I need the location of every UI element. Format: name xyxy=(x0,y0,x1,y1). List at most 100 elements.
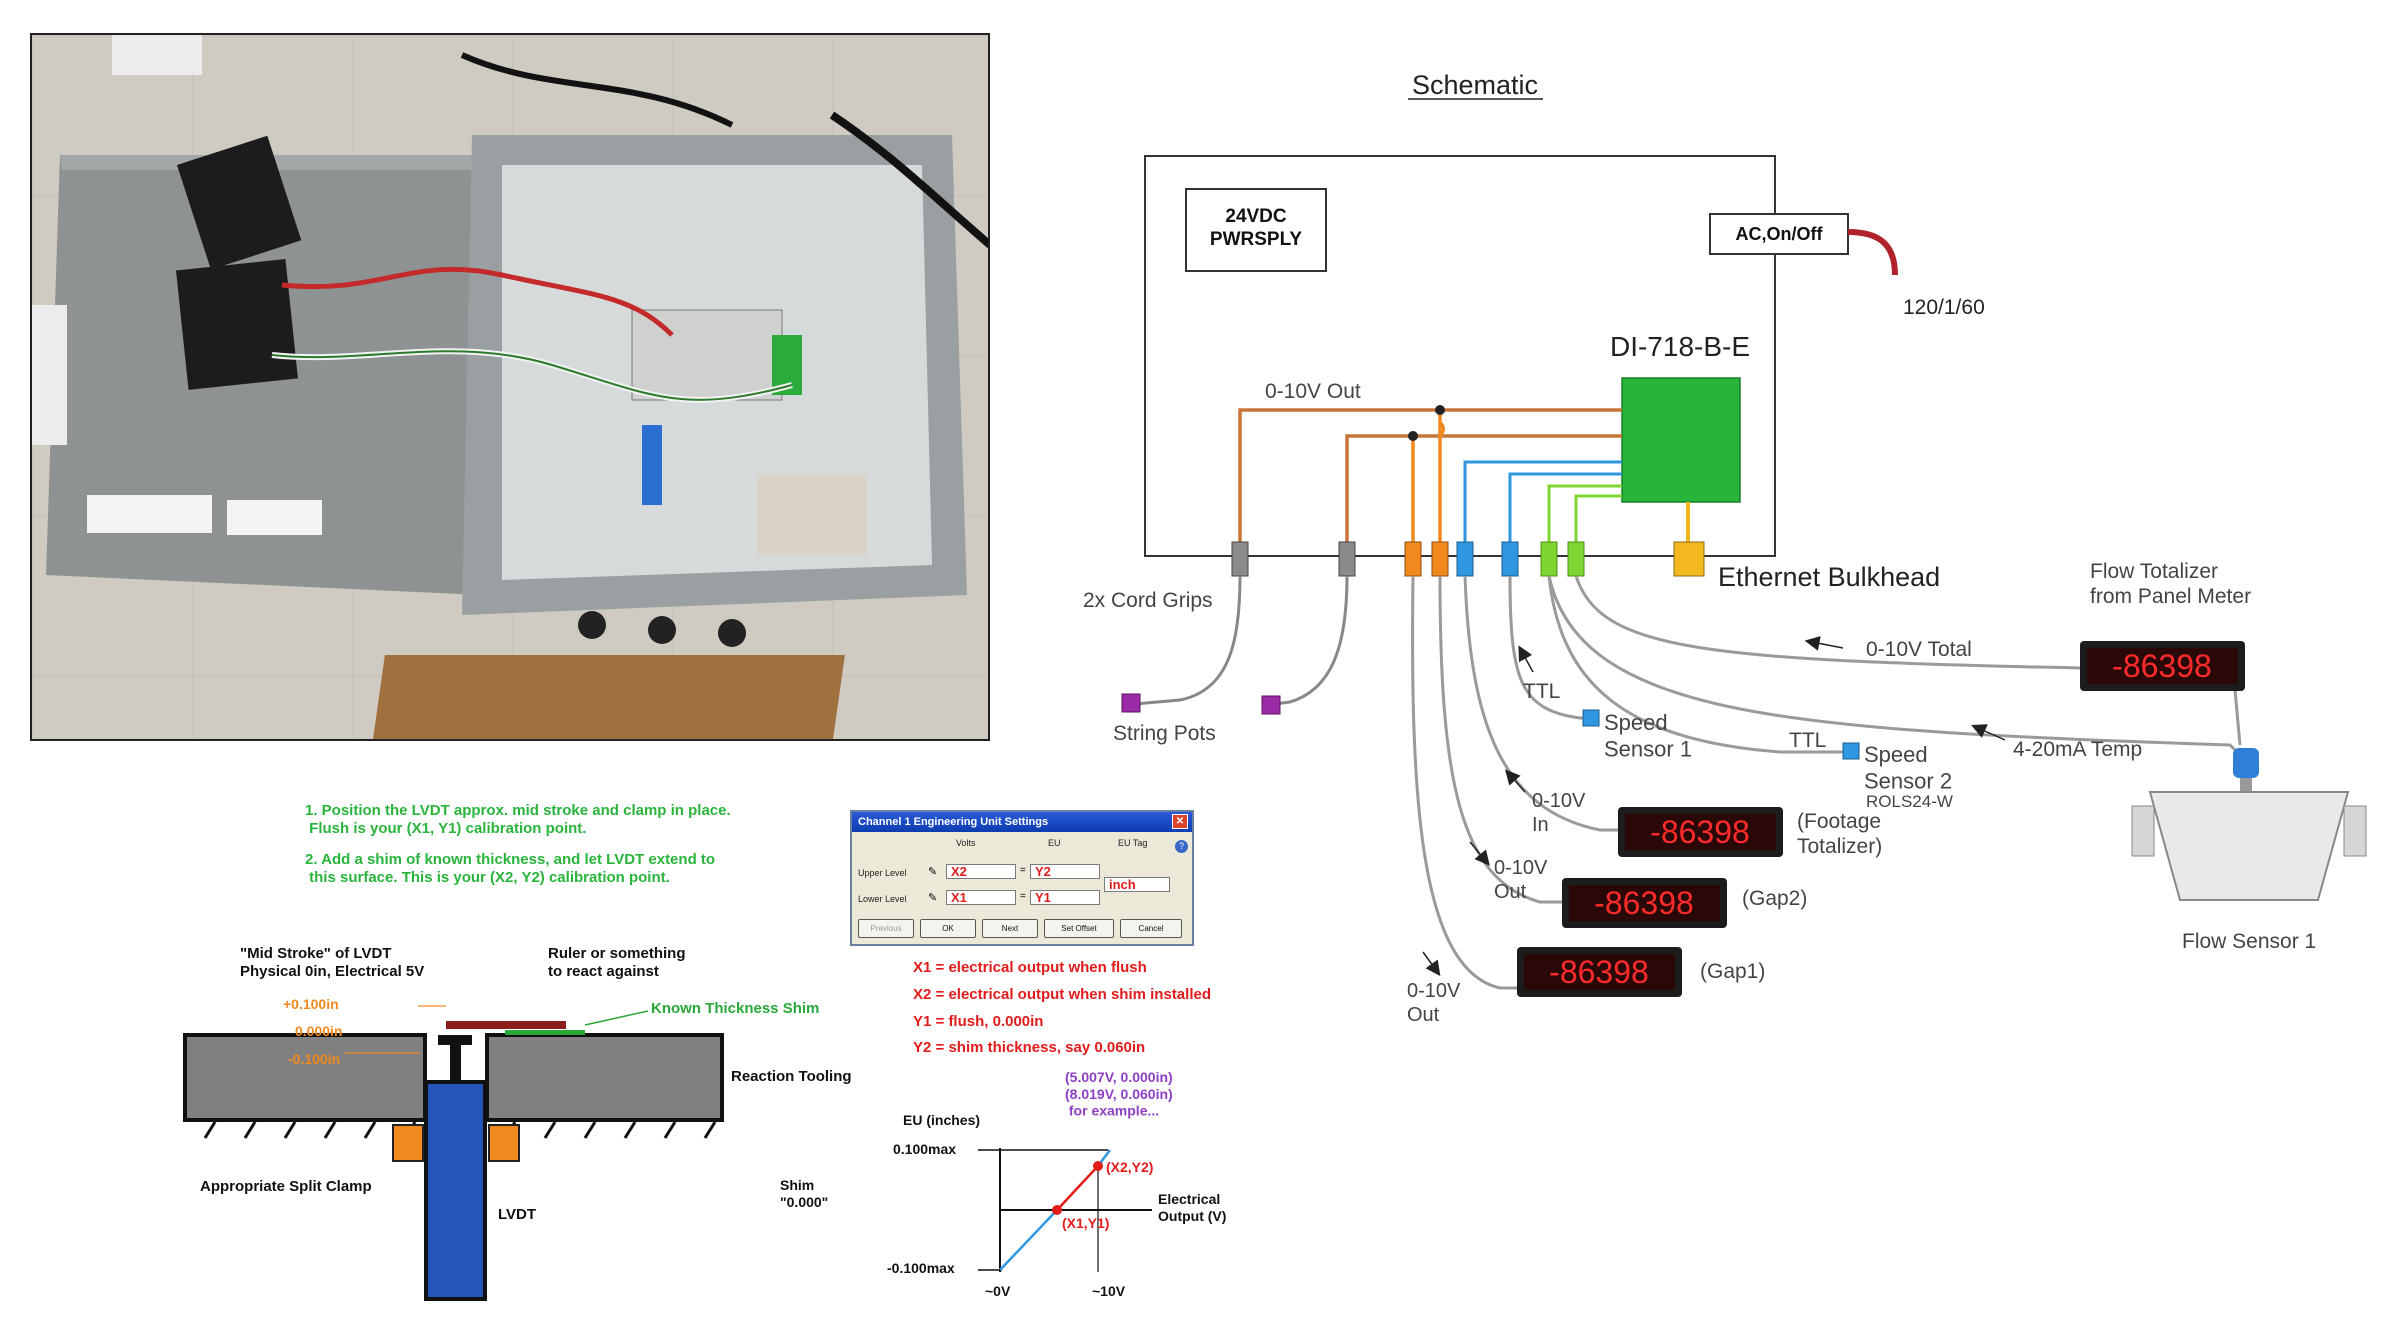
eu-settings-dialog: Channel 1 Engineering Unit Settings ✕ ? … xyxy=(850,810,1194,946)
string-pot-2 xyxy=(1261,695,1281,715)
ttl-arrow-1 xyxy=(1518,645,1534,673)
meter-flow-totalizer: -86398 xyxy=(2080,641,2245,691)
meter-gap2-label: (Gap2) xyxy=(1742,887,1807,910)
flow-sensor-label: Flow Sensor 1 xyxy=(2182,930,2316,953)
cord-grip-1 xyxy=(1231,541,1249,577)
meter-gap1: -86398 xyxy=(1517,947,1682,997)
graph-x-min: ~0V xyxy=(985,1283,1011,1299)
string-pot-cable-2 xyxy=(1274,575,1349,706)
previous-button[interactable]: Previous xyxy=(858,919,914,938)
close-icon[interactable]: ✕ xyxy=(1172,814,1188,829)
legend-x2: X2 = electrical output when shim install… xyxy=(913,986,1211,1003)
cancel-button[interactable]: Cancel xyxy=(1120,919,1182,938)
shim-leader xyxy=(584,1010,649,1026)
analog-out-label: 0-10V Out xyxy=(1265,380,1361,403)
string-pot-cable-1 xyxy=(1134,575,1242,706)
orange-wire-2 xyxy=(1345,434,1622,544)
upper-level-label: Upper Level xyxy=(858,868,907,878)
cable-gap1 xyxy=(1411,575,1520,990)
speed-sensor-2-model: ROLS24-W xyxy=(1866,792,1953,811)
power-cord xyxy=(1847,229,1898,276)
meter-footage: -86398 xyxy=(1618,807,1783,857)
string-pot-1 xyxy=(1121,693,1141,713)
column-eu: EU xyxy=(1048,838,1061,848)
schematic-title: Schematic xyxy=(1412,70,1538,100)
connector-green-1 xyxy=(1540,541,1558,577)
known-shim xyxy=(505,1030,585,1035)
eu-tag-field[interactable]: inch xyxy=(1104,877,1170,892)
zero-label: 0.000in xyxy=(295,1023,342,1039)
reaction-tooling-label: Reaction Tooling xyxy=(731,1068,852,1085)
instruction-step-2: 2. Add a shim of known thickness, and le… xyxy=(305,851,715,886)
cable-meter-to-sensor xyxy=(2233,689,2242,746)
graph-line-lower xyxy=(999,1209,1058,1271)
lvdt-label: LVDT xyxy=(498,1206,536,1223)
legend-y2: Y2 = shim thickness, say 0.060in xyxy=(913,1039,1145,1056)
flow-sensor-1 xyxy=(2131,748,2367,901)
enclosure-photo-image xyxy=(32,35,988,739)
connector-orange-1 xyxy=(1404,541,1422,577)
graph-point-1-label: (X1,Y1) xyxy=(1062,1215,1109,1231)
cable-speed-2 xyxy=(1547,575,1845,754)
reaction-tooling-left xyxy=(183,1033,427,1122)
pencil-icon[interactable]: ✎ xyxy=(928,892,938,904)
ac-switch-box xyxy=(1709,213,1849,255)
instruction-step-1: 1. Position the LVDT approx. mid stroke … xyxy=(305,802,731,837)
upper-volts-field[interactable]: X2 xyxy=(946,864,1016,879)
device-label: DI-718-B-E xyxy=(1610,331,1750,362)
ac-switch-label: AC,On/Off xyxy=(1736,224,1824,244)
known-shim-label: Known Thickness Shim xyxy=(651,1000,819,1017)
graph-example: (5.007V, 0.000in)(8.019V, 0.060in) for e… xyxy=(1065,1069,1173,1119)
wire-crossover xyxy=(1438,420,1445,438)
graph-point-2-label: (X2,Y2) xyxy=(1106,1159,1153,1175)
pencil-icon[interactable]: ✎ xyxy=(928,866,938,878)
temp-label: 4-20mA Temp xyxy=(2013,738,2142,761)
set-offset-button[interactable]: Set Offset xyxy=(1044,919,1114,938)
column-volts: Volts xyxy=(956,838,976,848)
graph-point-1 xyxy=(1052,1205,1062,1215)
plus-label: +0.100in xyxy=(283,996,339,1012)
graph-y-max: 0.100max xyxy=(893,1141,956,1157)
column-eu-tag: EU Tag xyxy=(1118,838,1148,848)
cord-grip-2 xyxy=(1338,541,1356,577)
split-clamp-left xyxy=(392,1124,424,1162)
upper-eu-field[interactable]: Y2 xyxy=(1030,864,1100,879)
dialog-title: Channel 1 Engineering Unit Settings xyxy=(858,816,1049,828)
cable-temp xyxy=(1547,575,2247,762)
lower-volts-field[interactable]: X1 xyxy=(946,890,1016,905)
green-wire-1 xyxy=(1547,484,1622,544)
graph-x-max: ~10V xyxy=(1092,1283,1126,1299)
orange-wire-1 xyxy=(1238,408,1622,544)
ok-button[interactable]: OK xyxy=(920,919,976,938)
lvdt-body xyxy=(424,1080,487,1301)
connector-blue-2 xyxy=(1501,541,1519,577)
power-supply-box xyxy=(1185,188,1327,272)
ruler-bar xyxy=(446,1021,566,1029)
help-icon[interactable]: ? xyxy=(1175,840,1188,853)
blue-wire-1 xyxy=(1463,460,1622,544)
graph-y-min: -0.100max xyxy=(887,1260,955,1276)
device-box xyxy=(1621,377,1741,503)
total-arrow xyxy=(1804,636,1844,651)
out-arrow-1 xyxy=(1422,951,1441,977)
cable-gap2 xyxy=(1438,575,1565,904)
next-button[interactable]: Next xyxy=(982,919,1038,938)
ttl-label-1: TTL xyxy=(1523,680,1560,703)
lower-eu-field[interactable]: Y1 xyxy=(1030,890,1100,905)
connector-blue-1 xyxy=(1456,541,1474,577)
string-pots-label: String Pots xyxy=(1113,722,1216,745)
green-wire-2 xyxy=(1574,494,1622,544)
in-arrow xyxy=(1505,769,1526,793)
cable-footage xyxy=(1463,575,1620,832)
lvdt-rod xyxy=(450,1044,461,1084)
total-label: 0-10V Total xyxy=(1866,638,1972,661)
